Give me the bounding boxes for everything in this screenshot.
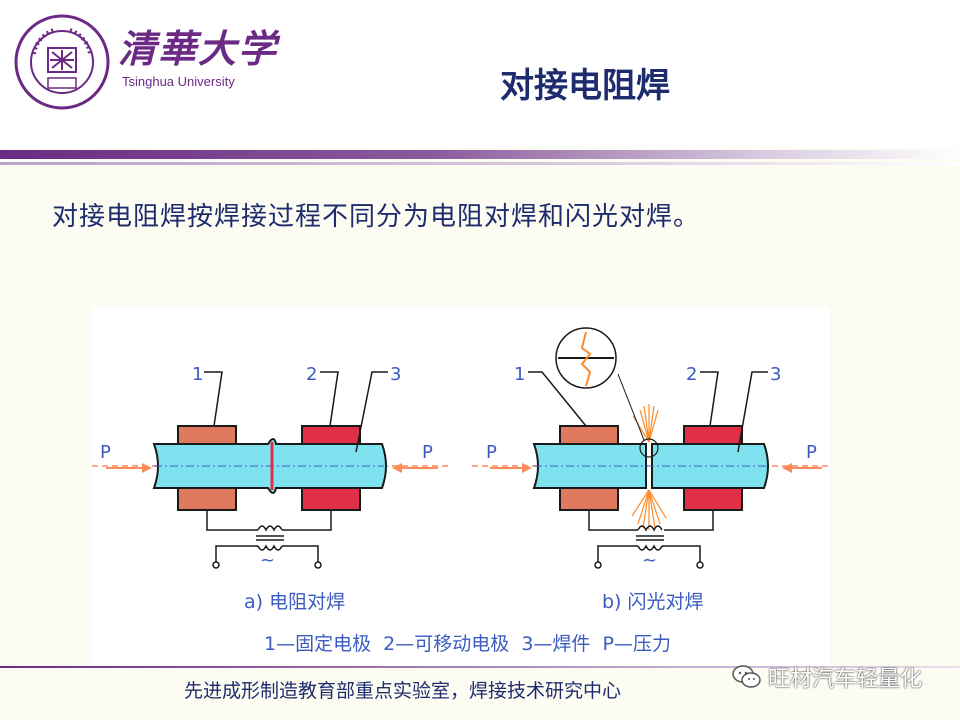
- tsinghua-seal-logo: [14, 14, 110, 110]
- supply-wire-right: [662, 545, 701, 562]
- force-arrowhead-left: [522, 463, 532, 473]
- wire-right: [664, 510, 714, 531]
- part-label-2: 2: [686, 364, 697, 385]
- force-label-right: P: [806, 442, 817, 463]
- ac-symbol: ~: [642, 550, 657, 571]
- welding-diagram: P P 1 2 3 ~: [92, 306, 830, 668]
- caption-resistance-butt: a) 电阻对焊: [244, 591, 345, 613]
- flash-butt-welding-diagram: P P 1 2 3: [472, 327, 830, 613]
- slide-title: 对接电阻焊: [500, 66, 670, 106]
- footer-divider: [0, 666, 960, 668]
- transformer-secondary: [637, 544, 663, 551]
- force-label-left: P: [100, 442, 111, 463]
- terminal-right: [696, 561, 704, 569]
- magnified-flash: [580, 331, 592, 387]
- watermark: 旺材汽车轻量化: [732, 660, 922, 694]
- leader-line-3: [737, 371, 768, 453]
- watermark-text: 旺材汽车轻量化: [768, 667, 923, 692]
- university-name-cn: 清華大学: [118, 26, 279, 71]
- footer-text: 先进成形制造教育部重点实验室，焊接技术研究中心: [184, 680, 622, 702]
- part-label-3: 3: [770, 364, 781, 385]
- header-divider-thin: [0, 162, 960, 165]
- transformer-primary: [257, 525, 283, 532]
- force-label-right: P: [422, 442, 433, 463]
- supply-wire-left: [597, 545, 638, 562]
- part-label-1: 1: [192, 364, 203, 385]
- leader-line-1: [204, 371, 223, 427]
- terminal-left: [594, 561, 602, 569]
- wire-right: [282, 510, 332, 531]
- detail-leader: [617, 373, 645, 441]
- header-divider: [0, 150, 960, 159]
- part-label-3: 3: [390, 364, 401, 385]
- ac-symbol: ~: [260, 550, 275, 571]
- wire-left: [206, 510, 258, 531]
- supply-wire-left: [215, 545, 258, 562]
- slide-header: 清華大学 Tsinghua University 对接电阻焊: [0, 0, 960, 148]
- leader-line-1: [528, 371, 587, 427]
- wire-left: [588, 510, 638, 531]
- leader-line-2: [700, 371, 719, 427]
- resistance-butt-welding-diagram: P P 1 2 3 ~: [92, 364, 452, 613]
- leader-line-2: [320, 371, 339, 427]
- terminal-right: [314, 561, 322, 569]
- force-arrowhead-right: [782, 463, 792, 473]
- leader-line-3: [355, 371, 388, 453]
- wechat-icon: [732, 665, 761, 688]
- force-arrowhead-right: [392, 463, 402, 473]
- supply-wire-right: [282, 545, 319, 562]
- flash-sparks: [631, 404, 667, 530]
- force-arrowhead-left: [142, 463, 152, 473]
- intro-text: 对接电阻焊按焊接过程不同分为电阻对焊和闪光对焊。: [52, 202, 701, 232]
- part-label-1: 1: [514, 364, 525, 385]
- detail-marker-circle: [639, 438, 659, 458]
- caption-flash-butt: b) 闪光对焊: [602, 591, 704, 613]
- part-label-2: 2: [306, 364, 317, 385]
- figure-legend: 1—固定电极 2—可移动电极 3—焊件 P—压力: [264, 633, 671, 655]
- transformer-secondary: [257, 544, 283, 551]
- university-name-en: Tsinghua University: [122, 74, 235, 89]
- terminal-left: [212, 561, 220, 569]
- force-label-left: P: [486, 442, 497, 463]
- transformer-primary: [637, 525, 663, 532]
